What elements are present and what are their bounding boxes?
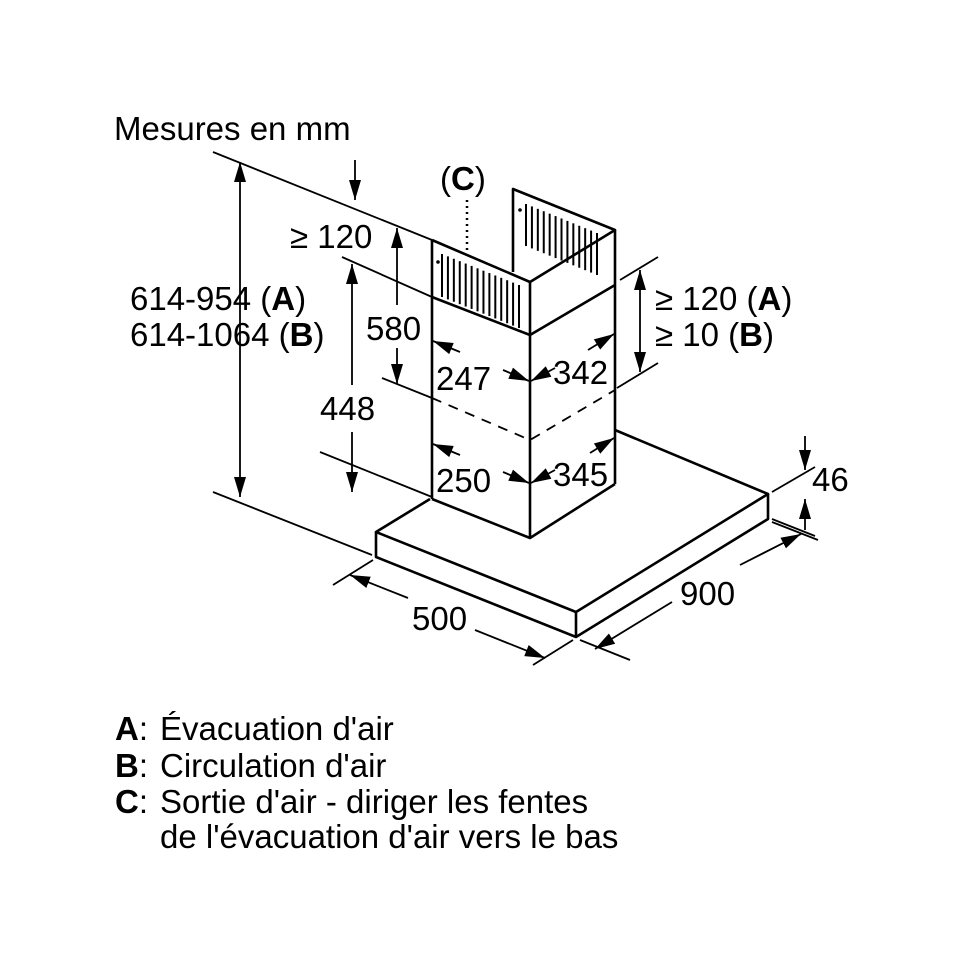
arrow-icon [502, 367, 530, 382]
canopy-width-dim-line [594, 601, 673, 650]
canopy-width-dim-line [739, 533, 802, 566]
hood-chimney [430, 187, 617, 540]
canopy-depth-label: 500 [412, 600, 467, 637]
upper-width-label: 247 [436, 360, 491, 397]
units-title: Mesures en mm [114, 110, 351, 147]
lower-width-label: 250 [436, 462, 491, 499]
legend-item-a: A:Évacuation d'air [115, 710, 394, 747]
arrow-icon [502, 469, 530, 484]
arrow-icon [587, 333, 615, 351]
extension-line [771, 466, 816, 493]
extension-line [332, 559, 374, 586]
arrow-icon [589, 437, 615, 454]
extension-line [616, 362, 659, 389]
upper-depth-label: 342 [553, 354, 608, 391]
canopy-depth-dim-line [474, 629, 546, 659]
extension-line [771, 518, 816, 537]
total-height-a-label: 614-954 (A) [130, 280, 306, 317]
front-vent-slots-icon [436, 254, 520, 328]
upper-chimney-height-label: 580 [366, 310, 421, 347]
extension-line [319, 451, 433, 498]
arrow-icon [530, 366, 556, 382]
legend-item-c: C:Sortie d'air - diriger les fentes [115, 783, 588, 820]
lower-chimney-height-label: 448 [320, 390, 375, 427]
legend: A:Évacuation d'air B:Circulation d'air C… [115, 710, 618, 855]
c-marker-label: (C) [440, 160, 486, 197]
extension-line [341, 256, 433, 298]
canopy-height-label: 46 [812, 461, 849, 498]
top-clearance-label: ≥ 120 [290, 218, 372, 255]
right-clearance-b-label: ≥ 10 (B) [655, 316, 774, 353]
extension-line [579, 639, 631, 661]
total-height-b-label: 614-1064 (B) [130, 316, 324, 353]
legend-item-b: B:Circulation d'air [115, 747, 386, 784]
extension-line [619, 256, 659, 281]
right-clearance-a-label: ≥ 120 (A) [655, 280, 792, 317]
arrow-icon [432, 443, 461, 458]
rear-vent-slots-icon [518, 204, 598, 275]
extension-line [381, 377, 433, 399]
extension-line [771, 521, 819, 541]
lower-depth-label: 345 [553, 456, 608, 493]
hood-canopy [374, 428, 770, 639]
canopy-width-label: 900 [680, 575, 735, 612]
legend-item-c-continued: de l'évacuation d'air vers le bas [160, 818, 618, 855]
arrow-icon [530, 468, 556, 484]
extension-line [532, 639, 574, 666]
canopy-depth-dim-line [349, 574, 409, 599]
arrow-icon [432, 340, 461, 355]
total-height-dimension [212, 151, 433, 556]
